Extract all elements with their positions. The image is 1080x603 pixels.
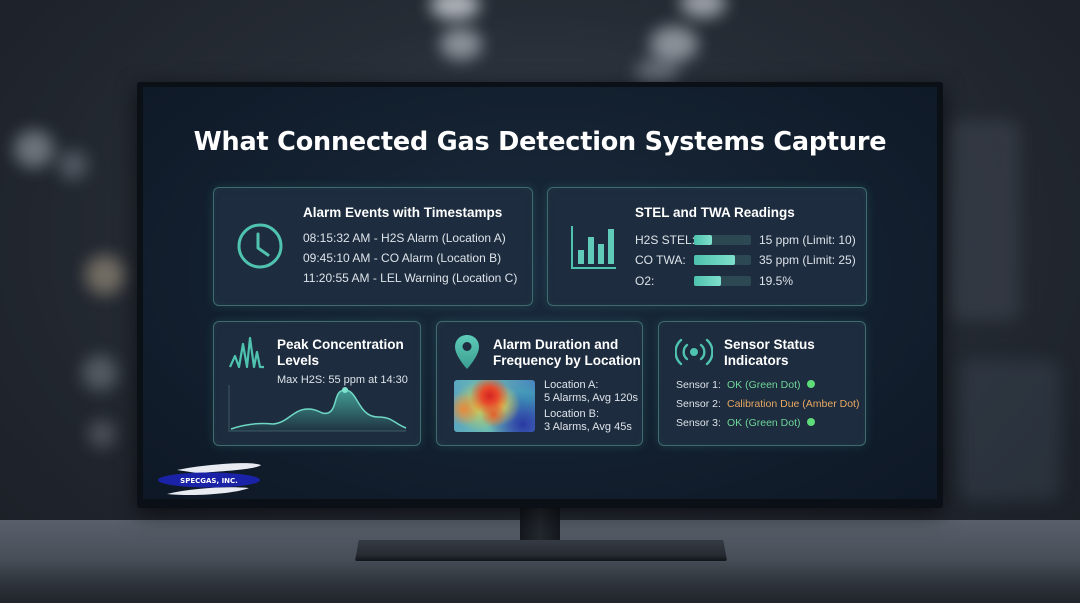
location-name: Location B: <box>544 408 600 420</box>
sensor-label: Sensor 3: <box>676 417 721 429</box>
location-card: Alarm Duration and Frequency by Location… <box>436 321 643 446</box>
sensor-status-card: Sensor Status Indicators Sensor 1: OK (G… <box>658 321 866 446</box>
alarm-events-card: Alarm Events with Timestamps 08:15:32 AM… <box>213 187 533 306</box>
sensor-status: Calibration Due (Amber Dot) <box>727 398 860 410</box>
signal-broadcast-icon <box>674 337 714 367</box>
logo-text: SPECGAS, INC. <box>180 477 238 485</box>
background-light <box>650 26 698 62</box>
page-title: What Connected Gas Detection Systems Cap… <box>193 127 887 157</box>
background-light <box>440 28 482 60</box>
background-light <box>430 0 480 20</box>
reading-bar <box>694 235 751 245</box>
sensor-status: OK (Green Dot) <box>727 417 815 429</box>
sensor-status-text: OK (Green Dot) <box>727 417 801 429</box>
card-title: Alarm Events with Timestamps <box>303 205 503 220</box>
background-light <box>680 0 726 18</box>
card-title: STEL and TWA Readings <box>635 205 795 220</box>
background-light <box>58 150 88 180</box>
background-light <box>635 58 679 84</box>
desk-shadow <box>0 560 1080 603</box>
location-detail: 3 Alarms, Avg 45s <box>544 421 632 433</box>
sensor-status: OK (Green Dot) <box>727 379 815 391</box>
reading-bar <box>694 276 751 286</box>
reading-label: CO TWA: <box>635 253 686 267</box>
status-dot-green <box>806 418 815 426</box>
monitor-screen: What Connected Gas Detection Systems Cap… <box>143 87 937 499</box>
monitor: What Connected Gas Detection Systems Cap… <box>137 82 943 508</box>
reading-label: H2S STEL: <box>635 233 696 247</box>
clock-icon <box>236 222 284 270</box>
location-detail: 5 Alarms, Avg 120s <box>544 392 638 404</box>
alarm-event: 11:20:55 AM - LEL Warning (Location C) <box>303 271 518 285</box>
monitor-stand-neck <box>520 507 560 543</box>
card-title: Levels <box>277 353 320 368</box>
card-title: Frequency by Location <box>493 353 641 368</box>
card-title: Peak Concentration <box>277 337 404 352</box>
location-name: Location A: <box>544 379 599 391</box>
peak-subtitle: Max H2S: 55 ppm at 14:30 <box>277 374 408 386</box>
background-light <box>82 355 118 391</box>
reading-bar <box>694 255 751 265</box>
reading-value: 35 ppm (Limit: 25) <box>759 253 856 267</box>
reading-value: 15 ppm (Limit: 10) <box>759 233 856 247</box>
specgas-logo: SPECGAS, INC. <box>157 462 267 498</box>
sensor-label: Sensor 1: <box>676 379 721 391</box>
sensor-label: Sensor 2: <box>676 398 721 410</box>
peak-concentration-card: Peak Concentration Levels Max H2S: 55 pp… <box>213 321 421 446</box>
background-light <box>85 255 125 295</box>
alarm-event: 09:45:10 AM - CO Alarm (Location B) <box>303 251 502 265</box>
background-light <box>88 420 116 448</box>
background-light <box>950 120 1020 320</box>
card-title: Alarm Duration and <box>493 337 619 352</box>
stel-twa-card: STEL and TWA Readings H2S STEL: 15 ppm (… <box>547 187 867 306</box>
reading-label: O2: <box>635 274 655 288</box>
peak-area-chart <box>228 385 407 432</box>
background-light <box>960 360 1060 500</box>
location-heatmap <box>454 380 535 432</box>
background-light <box>14 130 54 168</box>
monitor-stand-base <box>355 540 727 561</box>
sensor-status-text: OK (Green Dot) <box>727 379 801 391</box>
alarm-event: 08:15:32 AM - H2S Alarm (Location A) <box>303 231 506 245</box>
card-title: Indicators <box>724 353 789 368</box>
bar-chart-icon <box>570 224 618 270</box>
map-pin-icon <box>454 334 480 370</box>
card-title: Sensor Status <box>724 337 815 352</box>
status-dot-green <box>806 380 815 388</box>
waveform-icon <box>228 336 265 370</box>
reading-value: 19.5% <box>759 274 794 288</box>
